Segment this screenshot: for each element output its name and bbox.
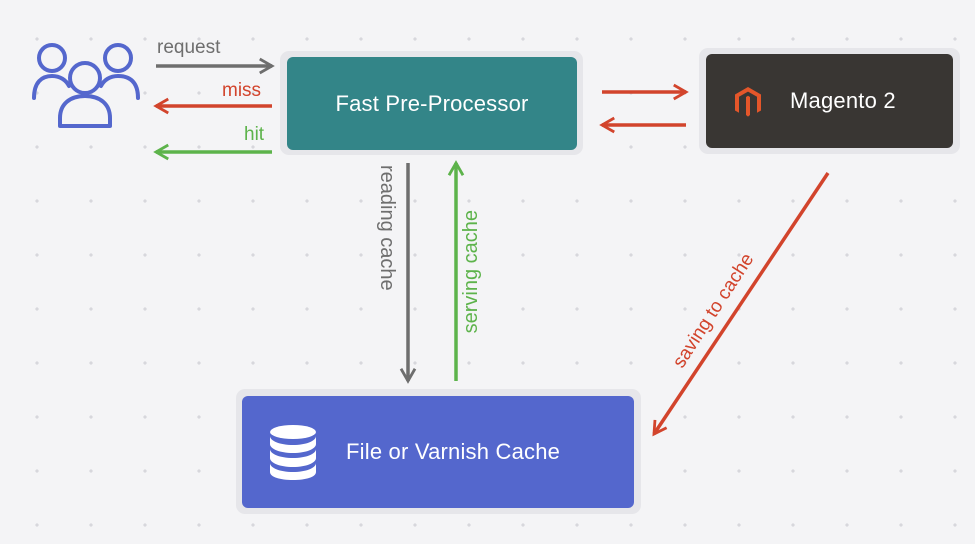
miss-label: miss <box>222 80 262 101</box>
users-group-icon <box>32 43 140 128</box>
pre-processor-label: Fast Pre-Processor <box>335 90 529 116</box>
magento-label: Magento 2 <box>790 88 896 113</box>
cache-label: File or Varnish Cache <box>346 439 561 464</box>
serving-cache-label: serving cache <box>460 210 482 334</box>
database-icon <box>270 425 316 480</box>
pre-processor-node[interactable]: Fast Pre-Processor <box>287 57 577 150</box>
request-label: request <box>157 37 221 58</box>
hit-label: hit <box>244 124 265 145</box>
reading-cache-label: reading cache <box>376 165 398 291</box>
cache-node[interactable]: File or Varnish Cache <box>242 396 634 508</box>
saving-to-cache-arrow <box>652 172 830 437</box>
magento-logo-icon <box>735 87 761 117</box>
